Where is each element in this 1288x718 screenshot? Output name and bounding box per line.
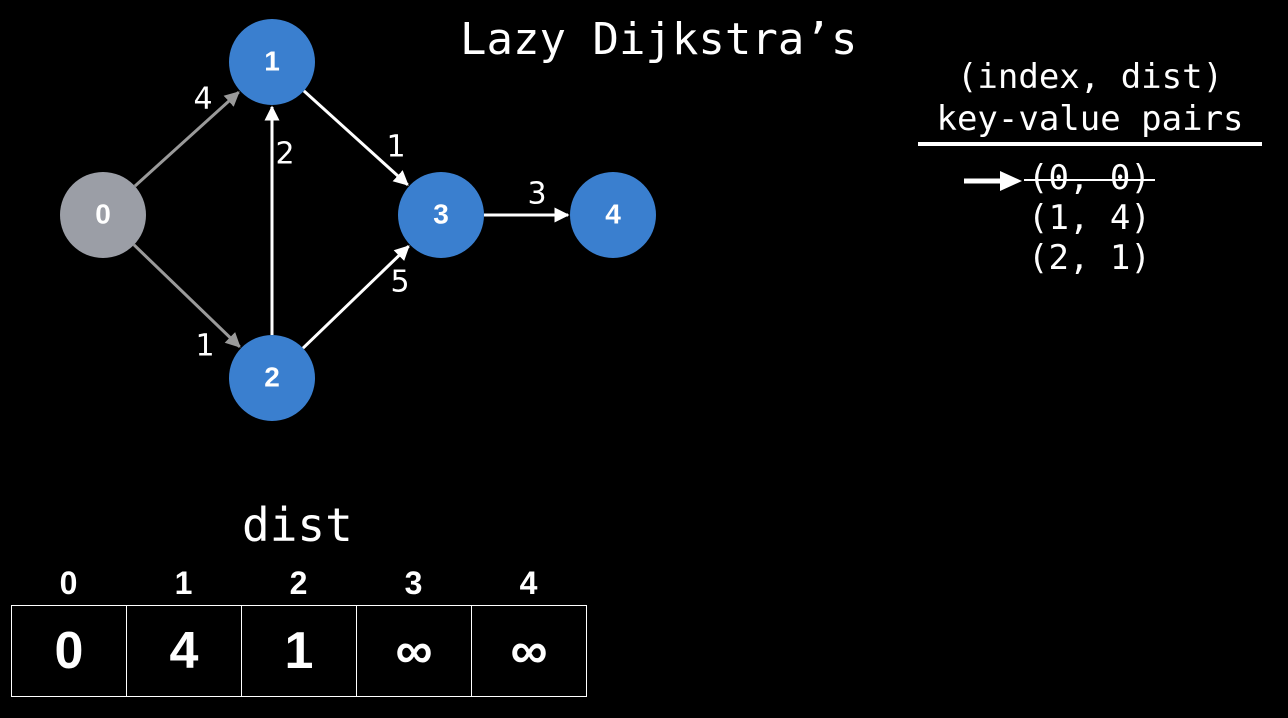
- page-title: Lazy Dijkstra’s: [460, 14, 858, 65]
- edge-weight-2-3: 5: [390, 265, 409, 300]
- edge-0-1: [133, 91, 240, 188]
- edge-weight-2-1: 2: [275, 137, 294, 172]
- dist-index-label: 4: [519, 565, 538, 601]
- dist-index-label: 2: [289, 565, 308, 601]
- pq-header-line-1: (index, dist): [956, 57, 1224, 97]
- edge-0-2: [132, 243, 241, 348]
- node-label: 1: [264, 45, 280, 76]
- edge-weight-1-3: 1: [386, 130, 405, 165]
- dist-array-title: dist: [242, 498, 353, 552]
- graph-diagram: 4 1 2 1 5 3 0 1 2 3 4: [60, 19, 656, 421]
- pq-divider: [918, 142, 1262, 146]
- pq-item: (2, 1): [1028, 238, 1151, 278]
- edge-weight-0-2: 1: [195, 329, 214, 364]
- edge-1-3: [302, 89, 409, 186]
- node-circle: [229, 19, 315, 105]
- arrow-right-icon: [964, 171, 1022, 191]
- edge-weight-0-1: 4: [193, 82, 212, 117]
- pq-item: (0, 0): [1024, 158, 1155, 198]
- node-circle: [398, 172, 484, 258]
- priority-queue-list: (0, 0) (1, 4) (2, 1): [1024, 158, 1155, 278]
- edge-weight-3-4: 3: [527, 177, 546, 212]
- node-label: 4: [605, 198, 621, 229]
- graph-node-3: 3: [398, 172, 484, 258]
- graph-node-2: 2: [229, 335, 315, 421]
- node-label: 2: [264, 361, 280, 392]
- pq-header-line-2: key-value pairs: [936, 99, 1244, 139]
- dist-cell: ∞: [510, 622, 548, 680]
- node-circle: [60, 172, 146, 258]
- dist-array: 0 4 1 ∞ ∞: [11, 605, 587, 697]
- node-label: 0: [95, 198, 111, 229]
- graph-node-1: 1: [229, 19, 315, 105]
- node-circle: [570, 172, 656, 258]
- node-circle: [229, 335, 315, 421]
- pq-item: (1, 4): [1028, 198, 1151, 238]
- edge-2-3: [301, 245, 410, 350]
- dist-cell: 0: [12, 606, 127, 696]
- dist-cell: 4: [127, 606, 242, 696]
- priority-queue-header: (index, dist) key-value pairs: [918, 56, 1262, 140]
- graph-node-4: 4: [570, 172, 656, 258]
- dist-cell: 1: [242, 606, 357, 696]
- dist-index-label: 0: [59, 565, 78, 601]
- node-label: 3: [433, 198, 449, 229]
- dist-index-label: 1: [174, 565, 193, 601]
- dist-cell: ∞: [357, 606, 472, 696]
- graph-node-0: 0: [60, 172, 146, 258]
- dist-index-label: 3: [404, 565, 423, 601]
